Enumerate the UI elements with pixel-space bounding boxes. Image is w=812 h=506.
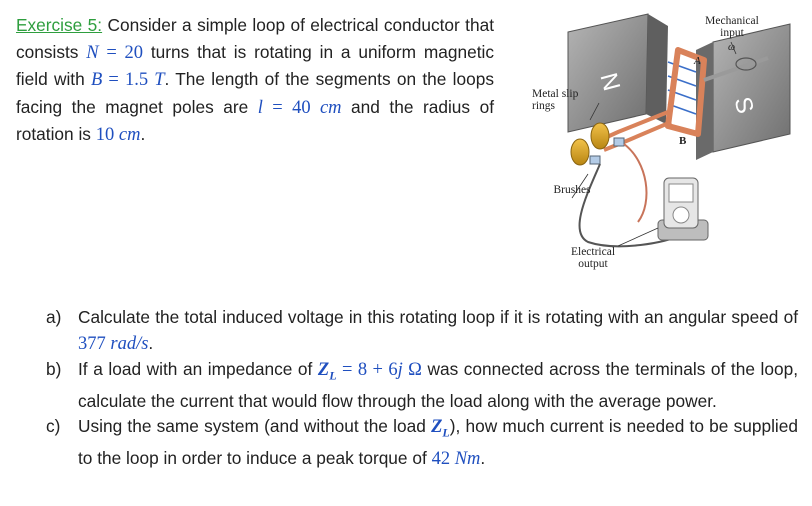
unit-ohm: Ω (402, 360, 422, 380)
statement-text: Consider a simple loop of electrical con… (16, 15, 495, 62)
point-a-label: A (693, 55, 701, 67)
slip-ring (590, 122, 610, 150)
output-device-screen (668, 183, 694, 203)
symbol-n: N (86, 42, 99, 63)
question-text: Calculate the total induced voltage in t… (78, 307, 798, 327)
mechanical-input-label: Mechanical input (705, 15, 759, 39)
brush (613, 137, 625, 147)
question-tag: a) (46, 307, 62, 327)
leader-line (589, 102, 600, 121)
slip-ring (570, 138, 590, 166)
question-c: c) Using the same system (and without the… (42, 414, 798, 472)
value-torque: 42 (431, 449, 455, 470)
question-text: was connected across the terminals of th… (78, 359, 799, 411)
symbol-l: l (257, 97, 263, 118)
leader-line (571, 173, 589, 199)
value-speed: 377 (78, 333, 111, 354)
unit-rad-s: rad/s (110, 333, 149, 354)
shaft (703, 56, 769, 82)
north-magnet-face (646, 14, 668, 124)
question-b: b) If a load with an impedance of ZL = 8 … (42, 357, 798, 414)
statement-text: and the radius of rotation is (16, 96, 495, 145)
question-text: . (480, 448, 486, 469)
exercise-statement: Exercise 5: Consider a simple loop of el… (16, 12, 494, 149)
value-radius: 10 (95, 125, 119, 145)
question-tag: b) (46, 359, 62, 379)
symbol-j: j (397, 360, 403, 380)
pole-s-label: S (728, 94, 758, 116)
question-text: If a load with an impedance of (78, 359, 318, 379)
question-text: Using the same system (and without the l… (78, 416, 432, 437)
value-n: = 20 (98, 42, 143, 63)
symbol-z-subscript: L (442, 425, 450, 440)
unit-nm: Nm (454, 449, 481, 470)
vector-b-label: B (679, 135, 687, 147)
generator-illustration: N S A B ω (567, 13, 791, 248)
symbol-b: B (91, 70, 103, 90)
symbol-z-subscript: L (329, 368, 337, 383)
south-magnet (712, 23, 791, 153)
value-impedance: = 8 + 6 (336, 360, 398, 380)
question-list: a) Calculate the total induced voltage in… (42, 305, 798, 473)
brushes-label: Brushes (553, 184, 591, 196)
unit-tesla: T (154, 70, 165, 90)
brush (589, 155, 601, 165)
question-text: . (148, 332, 154, 353)
omega-label: ω (728, 42, 735, 53)
output-wire (623, 143, 648, 223)
symbol-z: Z (431, 417, 443, 438)
rotation-arrow (735, 57, 757, 71)
symbol-z: Z (317, 360, 330, 380)
statement-text: turns that is rotating in a uniform magn… (16, 41, 494, 90)
leader-line (617, 227, 659, 247)
output-wire (578, 163, 679, 248)
statement-text: . The length of the segments on the loop… (16, 69, 494, 117)
statement-text: . (140, 124, 146, 144)
unit-cm: cm (319, 97, 342, 118)
generator-figure: N S A B ω (528, 2, 803, 292)
metal-slip-rings-label: Metal slip rings (532, 88, 579, 112)
question-tag: c) (46, 416, 61, 437)
conductor-loop (665, 47, 707, 137)
unit-cm: cm (118, 125, 141, 145)
value-b: = 1.5 (102, 70, 155, 90)
question-text: ), how much current is needed to be supp… (78, 416, 798, 469)
exercise-title: Exercise 5: (16, 15, 103, 35)
value-l: = 40 (262, 97, 320, 118)
pole-n-label: N (594, 70, 625, 94)
question-a: a) Calculate the total induced voltage in… (42, 305, 798, 357)
output-device-wheel (672, 206, 690, 224)
leader-line (730, 41, 737, 55)
electrical-output-label: Electrical output (570, 246, 616, 270)
